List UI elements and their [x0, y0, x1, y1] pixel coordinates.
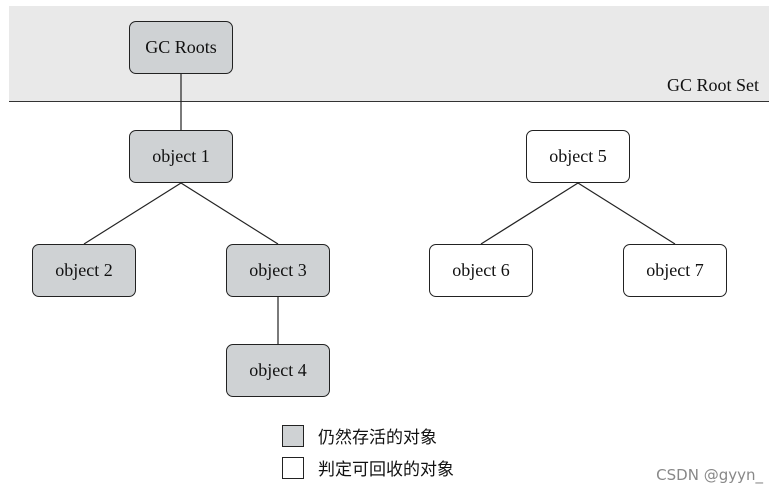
gc-roots-node: GC Roots [129, 21, 233, 74]
edge-object1-object3 [180, 182, 279, 245]
object-6-node: object 6 [429, 244, 533, 297]
object-2-node: object 2 [32, 244, 136, 297]
object-3-node: object 3 [226, 244, 330, 297]
object-5-node: object 5 [526, 130, 630, 183]
object-1-node: object 1 [129, 130, 233, 183]
gc-root-set-label: GC Root Set [666, 75, 759, 95]
legend-alive-label: 仍然存活的对象 [318, 428, 437, 448]
legend-collectable-label: 判定可回收的对象 [318, 460, 454, 480]
legend-alive: 仍然存活的对象 [282, 423, 437, 448]
object-7-node: object 7 [623, 244, 727, 297]
watermark: CSDN @gyyn_ [656, 466, 763, 484]
edge-object5-object6 [480, 182, 579, 245]
object-4-node: object 4 [226, 344, 330, 397]
edge-object5-object7 [577, 182, 676, 245]
legend-collectable: 判定可回收的对象 [282, 455, 454, 480]
edge-object1-object2 [83, 182, 182, 245]
legend-collectable-swatch [282, 456, 304, 479]
legend-alive-swatch [282, 424, 304, 447]
